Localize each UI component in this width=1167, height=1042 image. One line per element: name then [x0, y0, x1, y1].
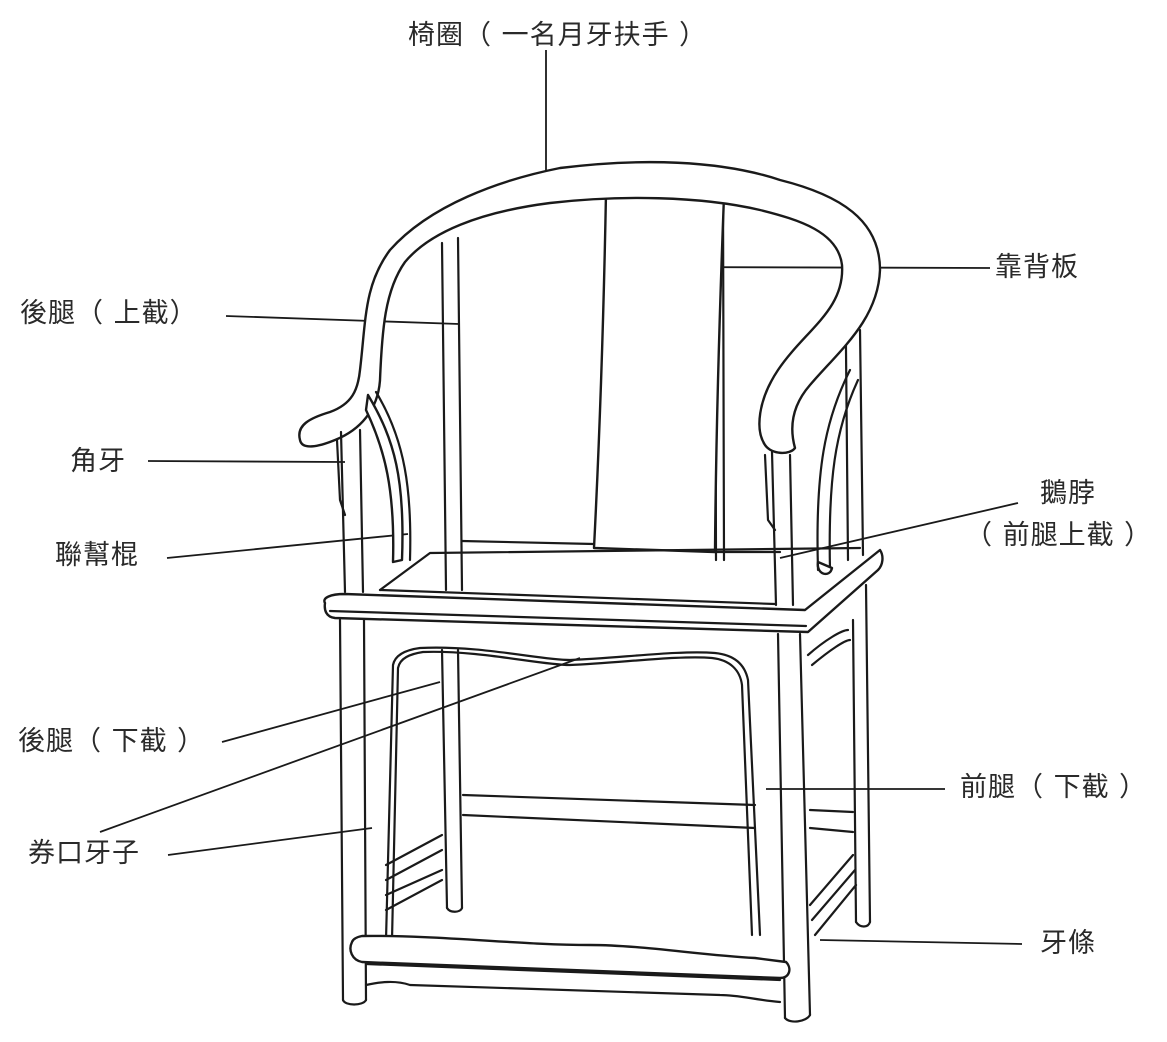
- label-corner-spandrel: 角牙: [70, 446, 126, 477]
- label-goose-neck: 鵝脖: [1040, 478, 1096, 509]
- label-arched-apron: 券口牙子: [28, 838, 140, 869]
- label-goose-neck-sub: （ 前腿上截 ）: [965, 520, 1153, 551]
- label-rear-leg-upper: 後腿（ 上截）: [20, 298, 198, 329]
- label-back-splat: 靠背板: [995, 252, 1079, 283]
- label-apron-strip: 牙條: [1040, 928, 1096, 959]
- label-chair-ring: 椅圈（ 一名月牙扶手 ）: [408, 20, 708, 51]
- label-connecting-post: 聯幫棍: [55, 540, 139, 571]
- label-front-leg-lower: 前腿（ 下截 ）: [960, 772, 1148, 803]
- label-rear-leg-lower: 後腿（ 下截 ）: [18, 726, 206, 757]
- chair-drawing: [298, 160, 884, 1023]
